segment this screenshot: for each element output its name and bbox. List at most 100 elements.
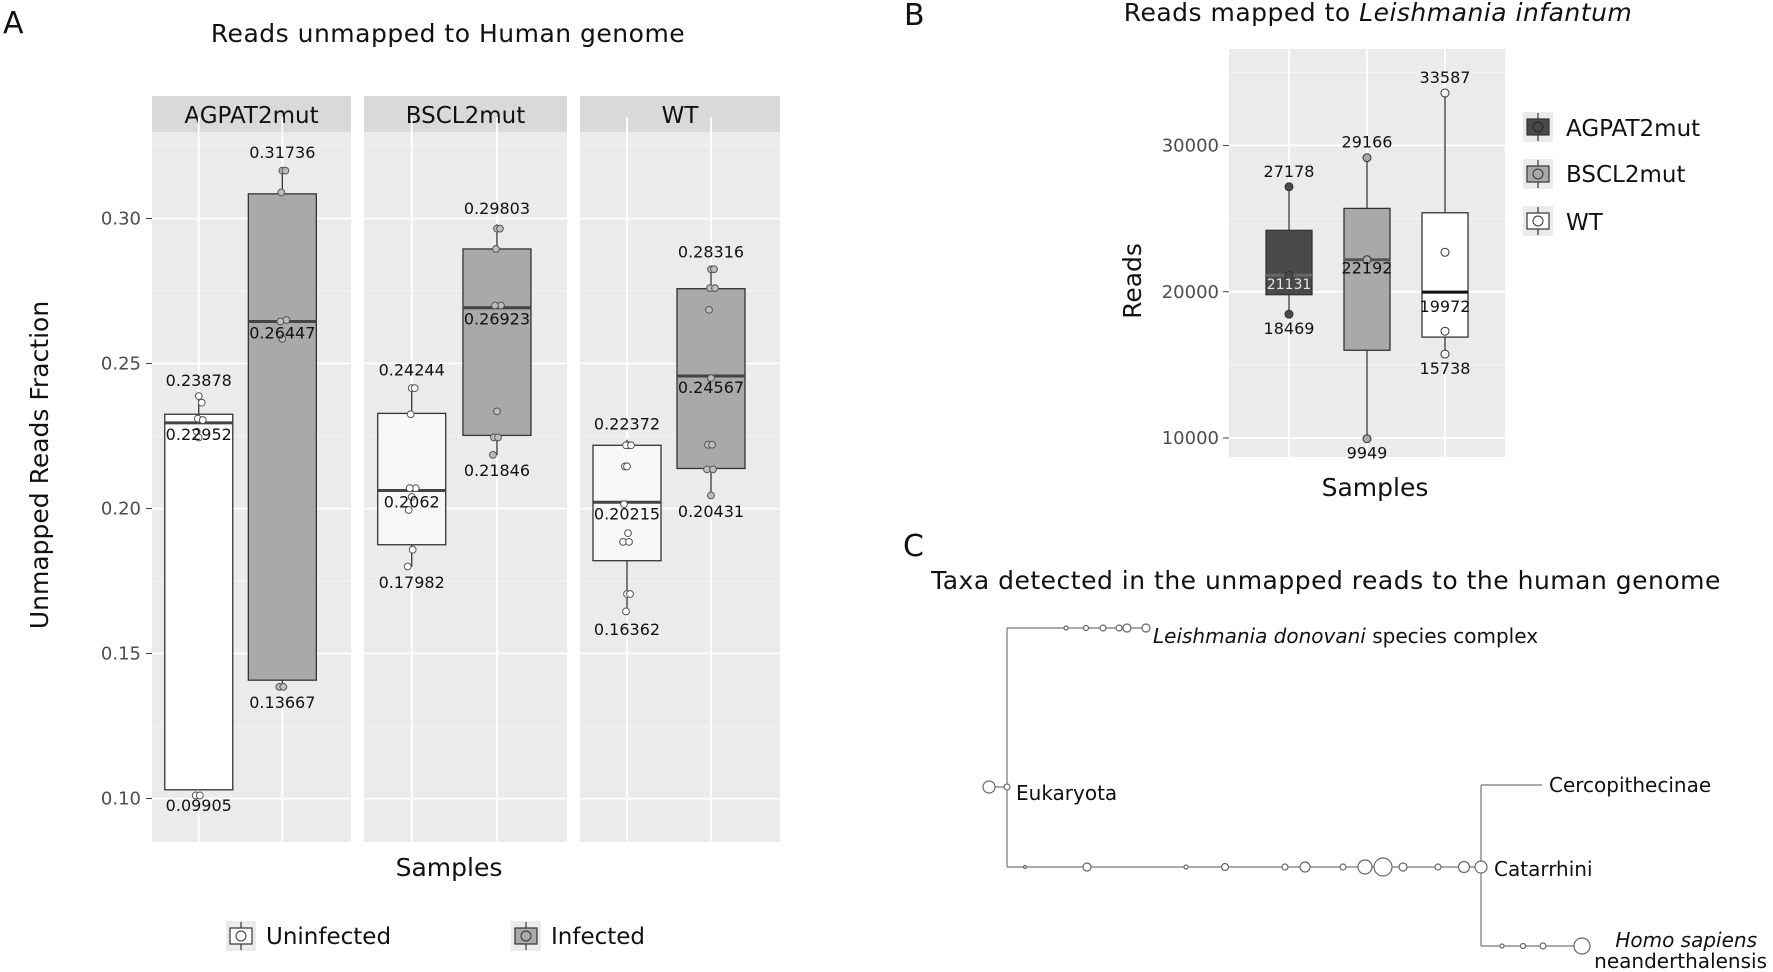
box-wt-uninfected-point [620,500,628,509]
legend-label-wt: WT [1566,210,1604,236]
taxon-label-neanderthalensis: neanderthalensis [1594,949,1767,972]
box-wt-uninfected-point [623,462,631,471]
tree-node-root [982,780,996,794]
tree-node [1499,943,1505,949]
box-agpat2mut-infected-point [278,334,287,343]
tree-node-leishmania [1141,623,1151,633]
box-bscl2mut-point [1362,153,1372,163]
tree-node [1434,863,1442,871]
legend-key-point [235,930,247,942]
box-agpat2mut-infected-box [247,193,317,681]
box-agpat2mut-infected-label-median: 0.26447 [249,324,315,343]
taxon-label-homo-sapiens: Homo sapiens [1615,928,1757,952]
box-wt-uninfected-label-max: 0.22372 [594,415,660,434]
panel-a-y-axis-title: Unmapped Reads Fraction [25,301,54,629]
box-bscl2mut-infected-point [494,433,502,442]
box-bscl2mut-label-median: 22192 [1342,259,1393,278]
panel-c-title: Taxa detected in the unmapped reads to t… [930,566,1721,595]
legend-key-point [520,930,532,942]
tree-node [1063,625,1069,631]
box-agpat2mut-infected-point [276,317,285,326]
facet-strip [152,96,351,132]
box-agpat2mut-uninfected-point [195,791,204,800]
tree-node [1357,859,1373,875]
box-bscl2mut-infected-point [489,450,497,459]
box-wt-infected-point [710,265,718,274]
taxon-label-catarrhini: Catarrhini [1494,857,1593,881]
box-agpat2mut-label-max: 27178 [1264,162,1315,181]
panel-a-y-axis: 0.100.150.200.250.30 [101,209,152,810]
tree-node [1281,863,1289,871]
undefined-box [1265,229,1313,296]
legend-key-point [1532,121,1544,133]
tree-node [1220,862,1230,872]
box-wt-point [1440,88,1450,98]
box-bscl2mut-point [1362,434,1372,444]
legend-label-uninfected: Uninfected [266,924,391,950]
taxon-label-leishmania: Leishmania donovani species complex [1153,624,1538,648]
box-wt-point [1440,349,1450,359]
box-bscl2mut-label-max: 29166 [1342,133,1393,152]
taxon-label-cercopithecinae: Cercopithecinae [1549,773,1711,797]
box-bscl2mut-infected-point [496,224,504,233]
facet-strip [580,96,780,132]
panel-a-plot-area: AGPAT2mut0.238780.229520.099050.317360.2… [101,96,780,842]
tree-node [1183,864,1189,870]
facet-strip-label: WT [662,103,700,129]
box-bscl2mut-uninfected-box [377,412,447,546]
panel-c: C Taxa detected in the unmapped reads to… [903,529,1767,972]
box-bscl2mut-infected-point [493,407,501,416]
y-tick-label: 0.30 [101,209,141,230]
box-wt-uninfected-label-min: 0.16362 [594,620,660,639]
box-bscl2mut-infected-label-min: 0.21846 [464,461,530,480]
tree-node [1099,624,1107,632]
box-agpat2mut-label-min: 18469 [1264,319,1315,338]
box-bscl2mut-infected-point [492,245,500,253]
tree-node-catarrhini [1474,860,1488,874]
panel-b-title-plain: Reads mapped to [1124,0,1359,27]
box-agpat2mut-uninfected-point [198,416,207,424]
panel-c-letter: C [903,529,924,564]
box-bscl2mut-uninfected-label-median: 0.2062 [384,493,440,512]
tree-node [1398,862,1408,872]
y-tick-label: 0.20 [101,499,141,520]
box-wt-label-median: 19972 [1420,297,1471,316]
box-agpat2mut-uninfected-label-min: 0.09905 [166,796,232,815]
box-agpat2mut-uninfected-box [164,413,234,791]
box-bscl2mut: 29166 22192 9949 [1342,133,1393,463]
box-bscl2mut-label-min: 9949 [1347,444,1388,463]
tree-node [1299,861,1311,873]
box-bscl2mut-infected-point [491,301,499,310]
panel-a-legend: Uninfected Infected [226,921,645,951]
y-tick-label: 0.15 [101,644,141,665]
box-agpat2mut-infected-point [279,682,288,691]
box-wt-uninfected-point [625,537,633,546]
tree-node [1339,863,1347,871]
box-wt-infected-label-median: 0.24567 [678,378,744,397]
box-agpat2mut-uninfected-point [194,392,203,400]
y-tick-label: 0.25 [101,354,141,375]
tree-node [1022,864,1028,870]
panel-b-legend: AGPAT2mut BSCL2mut WT [1523,112,1700,236]
box-wt-infected-label-min: 0.20431 [678,502,744,521]
facet-bscl2mut: BSCL2mut0.242440.20620.179820.298030.269… [364,96,567,842]
box-agpat2mut-infected-point [281,166,290,175]
tree-node [1115,624,1123,632]
taxon-label-eukaryota: Eukaryota [1016,781,1117,805]
box-wt-uninfected-point [624,529,632,538]
facet-agpat2mut: AGPAT2mut0.238780.229520.099050.317360.2… [152,96,351,842]
tree-node-homo [1573,937,1591,955]
legend-label-infected: Infected [551,924,645,950]
box-bscl2mut-infected-label-max: 0.29803 [464,199,530,218]
box-agpat2mut-infected-label-max: 0.31736 [249,143,315,162]
tree-node [1457,860,1471,874]
box-agpat2mut-uninfected-point [197,398,206,407]
taxon-label-leishmania-italic: Leishmania donovani [1153,624,1366,648]
box-bscl2mut-infected-label-median: 0.26923 [464,310,530,329]
facet-strip-label: BSCL2mut [406,103,525,129]
box-wt-uninfected-point [622,607,630,616]
